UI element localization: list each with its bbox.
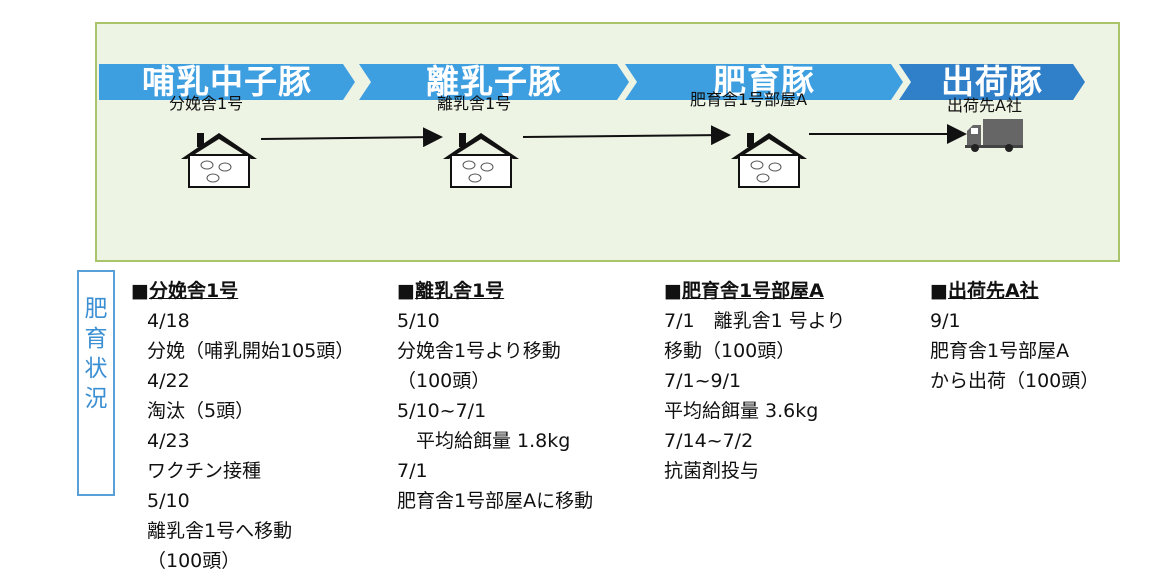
- heading-text: 分娩舎1号: [148, 280, 239, 302]
- column-line: 4/18: [147, 310, 190, 332]
- column-line: 抗菌剤投与: [664, 460, 760, 482]
- column-line: 7/1 離乳舎1 号より: [664, 310, 846, 332]
- column-line: 7/14~7/2: [664, 430, 754, 452]
- status-label: 肥育状況: [79, 294, 113, 414]
- stage-label: 離乳子豚: [426, 62, 562, 101]
- status-label-char: 育: [84, 326, 108, 352]
- stage-nursing-piglet: 哺乳中子豚: [99, 64, 355, 100]
- status-label-char: 肥: [84, 296, 108, 322]
- stage-shipping-pig: 出荷豚: [899, 64, 1085, 100]
- column-line: 7/1~9/1: [664, 370, 742, 392]
- status-label-char: 況: [84, 386, 108, 412]
- column-line: 7/1: [397, 460, 428, 482]
- column-line: 5/10: [147, 490, 190, 512]
- arrow-weaning-to-fattening: [522, 125, 731, 146]
- status-label-char: 状: [84, 356, 108, 382]
- column-line: 平均給餌量 3.6kg: [664, 400, 819, 422]
- heading-mark: ■: [131, 280, 149, 302]
- truck-icon: [965, 119, 1023, 152]
- column-farrowing: ■分娩舎1号 4/18 分娩（哺乳開始105頭） 4/22 淘汰（5頭） 4/23 ワクチ…: [131, 276, 354, 576]
- column-line: 平均給餌量 1.8kg: [397, 430, 571, 452]
- column-line: 淘汰（5頭）: [147, 400, 255, 422]
- location-label-shipper: 出荷先A社: [947, 96, 1022, 115]
- column-lines: 9/1 肥育舎1号部屋A から出荷（100頭）: [930, 306, 1099, 396]
- column-line: 肥育舎1号部屋A: [930, 340, 1070, 362]
- stage-chevron-shape: [359, 64, 629, 100]
- heading-mark: ■: [930, 280, 948, 302]
- column-shipper: ■出荷先A社 9/1 肥育舎1号部屋A から出荷（100頭）: [930, 276, 1099, 396]
- flow-panel: 哺乳中子豚 離乳子豚 肥育豚 出荷豚 分娩舎1号 離乳舎1号 肥育舎1号部屋A …: [95, 22, 1120, 262]
- column-line: 離乳舎1号へ移動: [147, 520, 293, 542]
- stage-chevron-shape: [899, 64, 1085, 100]
- column-line: （100頭）: [397, 370, 491, 392]
- column-line: （100頭）: [147, 550, 241, 572]
- column-line: 5/10: [397, 310, 440, 332]
- stage-chevron-shape: [625, 64, 903, 100]
- column-fattening: ■肥育舎1号部屋A 7/1 離乳舎1 号より移動（100頭） 7/1~9/1 平均給…: [664, 276, 845, 486]
- column-line: 分娩舎1号より移動: [397, 340, 561, 362]
- column-heading: ■分娩舎1号: [131, 276, 354, 306]
- column-line: から出荷（100頭）: [930, 370, 1100, 392]
- location-label-weaning: 離乳舎1号: [437, 94, 512, 113]
- stage-label: 哺乳中子豚: [142, 62, 312, 101]
- barn-house-icon: [181, 133, 257, 188]
- heading-text: 出荷先A社: [947, 280, 1039, 302]
- stage-label: 出荷豚: [941, 62, 1043, 101]
- column-heading: ■肥育舎1号部屋A: [664, 276, 845, 306]
- column-line: ワクチン接種: [147, 460, 262, 482]
- column-lines: 5/10 分娩舎1号より移動 （100頭） 5/10~7/1 平均給餌量 1.8kg 7…: [397, 306, 593, 516]
- stage-weaned-piglet: 離乳子豚: [359, 64, 629, 100]
- column-weaning: ■離乳舎1号 5/10 分娩舎1号より移動 （100頭） 5/10~7/1 平均給餌量…: [397, 276, 593, 516]
- heading-mark: ■: [397, 280, 415, 302]
- column-line: 5/10~7/1: [397, 400, 487, 422]
- column-line: 肥育舎1号部屋Aに移動: [397, 490, 594, 512]
- column-lines: 4/18 分娩（哺乳開始105頭） 4/22 淘汰（5頭） 4/23 ワクチン接種 5/10…: [131, 306, 354, 576]
- status-label-box: 肥育状況: [77, 270, 115, 496]
- location-label-farrowing: 分娩舎1号: [169, 94, 244, 113]
- heading-text: 肥育舎1号部屋A: [681, 280, 824, 302]
- barn-house-icon: [443, 133, 519, 188]
- heading-text: 離乳舎1号: [414, 280, 505, 302]
- stage-chevron-shape: [99, 64, 355, 100]
- location-label-fattening: 肥育舎1号部屋A: [690, 90, 808, 109]
- arrow-farrowing-to-weaning: [260, 127, 443, 148]
- column-line: 4/23: [147, 430, 190, 452]
- heading-mark: ■: [664, 280, 682, 302]
- column-heading: ■離乳舎1号: [397, 276, 593, 306]
- flow-arrows: [260, 124, 967, 148]
- column-line: 移動（100頭）: [664, 340, 796, 362]
- column-lines: 7/1 離乳舎1 号より移動（100頭） 7/1~9/1 平均給餌量 3.6kg 7/…: [664, 306, 845, 486]
- stage-label: 肥育豚: [713, 62, 815, 101]
- barn-house-icon: [731, 133, 807, 188]
- column-line: 分娩（哺乳開始105頭）: [147, 340, 355, 362]
- column-heading: ■出荷先A社: [930, 276, 1099, 306]
- stage-fattening-pig: 肥育豚: [625, 64, 903, 100]
- column-line: 9/1: [930, 310, 961, 332]
- column-line: 4/22: [147, 370, 190, 392]
